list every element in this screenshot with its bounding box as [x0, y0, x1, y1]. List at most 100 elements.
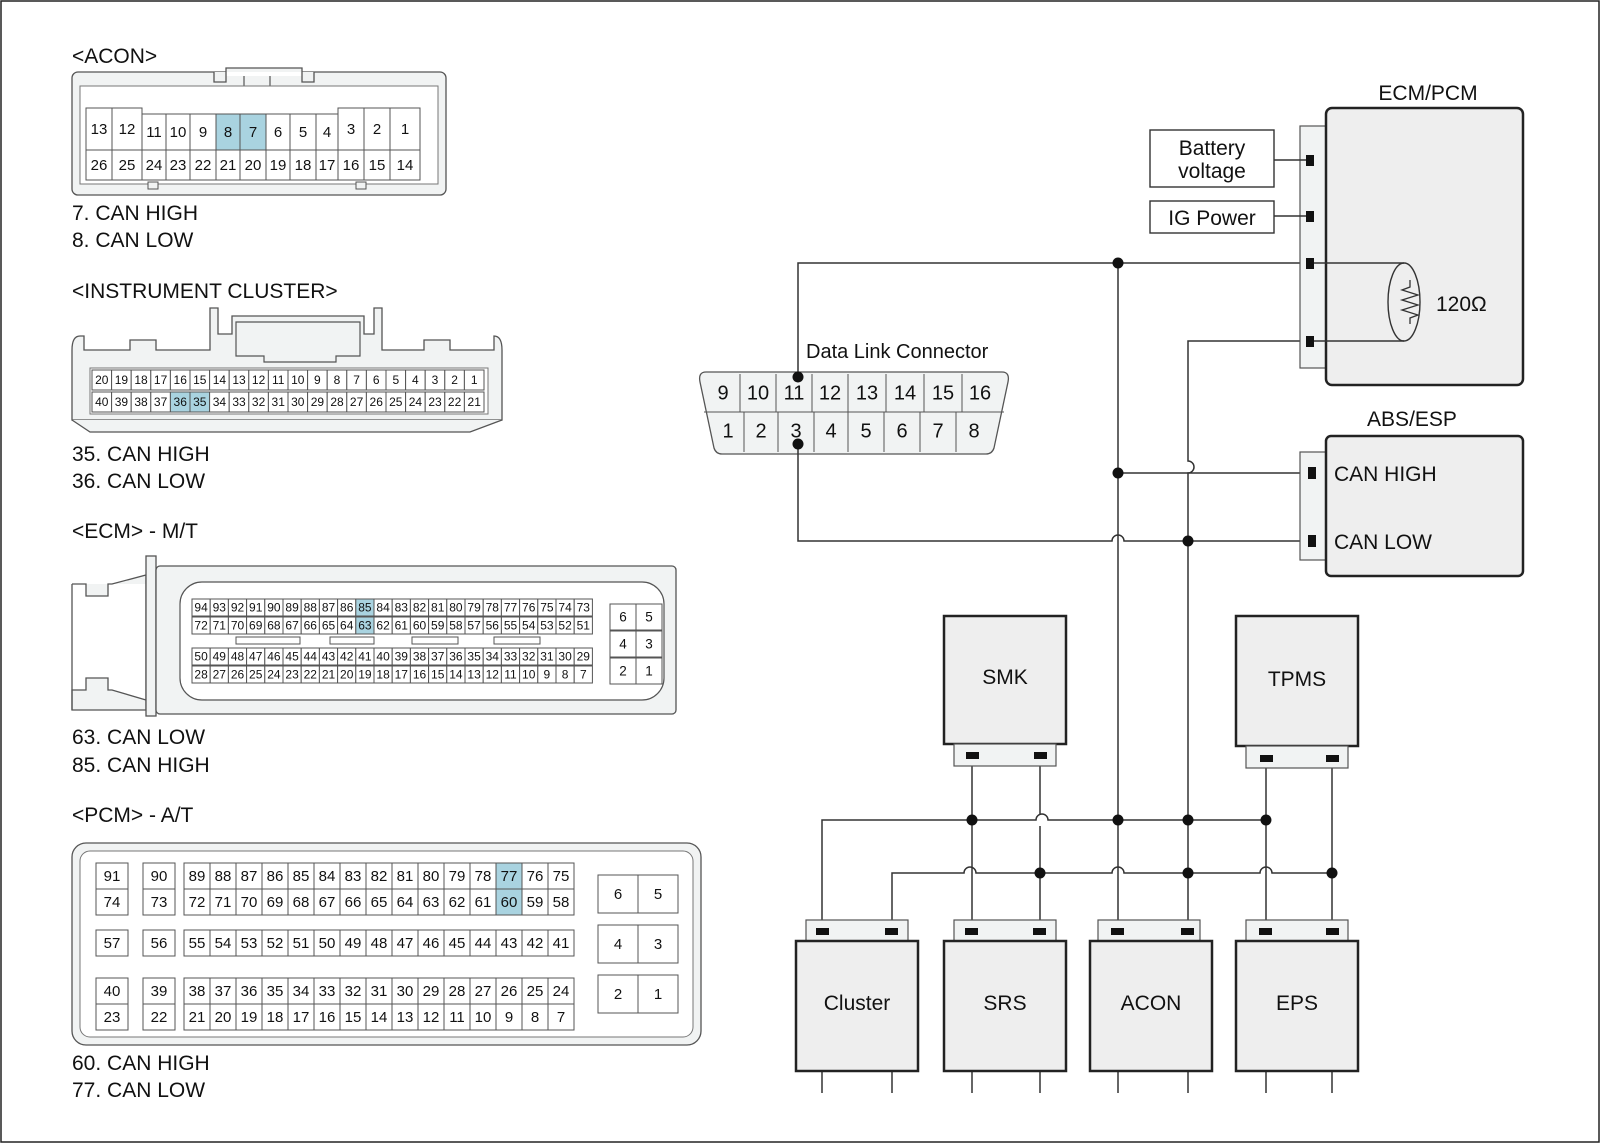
smk-module: SMK	[942, 614, 1068, 767]
pcm-pin-23-cell	[95, 1003, 129, 1031]
ecm-pin-38-label: 38	[413, 650, 427, 664]
ecm-pin-68-label: 68	[267, 619, 281, 633]
pcm-pin-52-cell	[261, 929, 289, 957]
acon-note-can-low: 8. CAN LOW	[72, 229, 194, 252]
ecm-pin-79-label: 79	[467, 601, 481, 615]
wire-abs-can-low	[797, 444, 1310, 542]
pcm-pin-1-label: 1	[654, 986, 662, 1003]
pcm-pin-64-label: 64	[397, 894, 414, 911]
ecm-pin-82-label: 82	[413, 601, 427, 615]
pcm-pin-51-cell	[287, 929, 315, 957]
acon-pin-19-label: 19	[270, 157, 287, 174]
cluster-pin-12-label: 12	[252, 373, 266, 387]
acon-pin-21-cell	[215, 149, 241, 181]
srs-label: SRS	[983, 992, 1026, 1015]
ecm-pin-16-label: 16	[413, 668, 427, 682]
ecm-pin-51-label: 51	[577, 619, 591, 633]
acon-pin-1-label: 1	[401, 121, 409, 138]
pcm-pin-22-cell	[142, 1003, 176, 1031]
ecm-pin-92-label: 92	[231, 601, 245, 615]
eps-module: EPS	[1234, 919, 1360, 1073]
acon-pin-18-label: 18	[295, 157, 312, 174]
cluster-pin-16-label: 16	[174, 373, 188, 387]
cluster-pin-3-label: 3	[432, 373, 439, 387]
ecm-pin-41-label: 41	[358, 650, 372, 664]
ecm-pin-53-label: 53	[540, 619, 554, 633]
ecm-pin-59-label: 59	[431, 619, 445, 633]
cluster-pin-17-label: 17	[154, 373, 168, 387]
wire-dlc-can-high	[797, 262, 1310, 377]
cluster-module: Cluster	[794, 919, 920, 1073]
ecm-pin-19-label: 19	[358, 668, 372, 682]
ecm-pin-8-label: 8	[562, 668, 569, 682]
pcm-pin-61-label: 61	[475, 894, 492, 911]
pcm-pin-70-cell	[235, 888, 263, 916]
pcm-pin-48-cell	[365, 929, 393, 957]
pcm-pin-53-label: 53	[241, 935, 258, 952]
ecm-pin-7-label: 7	[580, 668, 587, 682]
acon-pin-5-cell	[289, 113, 317, 151]
cluster-pin-38-label: 38	[134, 395, 148, 409]
ecm-side-pin-4-label: 4	[619, 637, 627, 652]
pcm-pin-44-cell	[469, 929, 497, 957]
pcm-pin-85-cell	[287, 862, 315, 890]
pcm-pin-49-cell	[339, 929, 367, 957]
pcm-pin-73-label: 73	[151, 894, 168, 911]
acon-pin-11-label: 11	[146, 124, 162, 141]
pcm-pin-76-label: 76	[527, 868, 544, 885]
ecm-pin-42-label: 42	[340, 650, 354, 664]
cluster-pin-27-label: 27	[350, 395, 364, 409]
pcm-pin-74-cell	[95, 888, 129, 916]
cluster-pin-8-label: 8	[334, 373, 341, 387]
pcm-pin-41-cell	[547, 929, 575, 957]
acon-pin-7-label: 7	[249, 124, 257, 141]
ecm-pin-33-label: 33	[504, 650, 518, 664]
ecm-pin-10-label: 10	[522, 668, 536, 682]
ecm-pin-17-label: 17	[395, 668, 409, 682]
dlc-title: Data Link Connector	[806, 341, 989, 363]
pcm-pin-84-label: 84	[319, 868, 336, 885]
pcm-pin-83-label: 83	[345, 868, 362, 885]
junction-dots	[792, 257, 1338, 879]
srs-module: SRS	[942, 919, 1068, 1073]
smk-label: SMK	[982, 666, 1028, 689]
battery-label-line2: voltage	[1178, 160, 1246, 183]
ecm-pin-31-label: 31	[540, 650, 554, 664]
pcm-pin-81-cell	[391, 862, 419, 890]
acon-pin-14-cell	[389, 149, 421, 181]
acon-pin-22-cell	[189, 149, 217, 181]
cluster-pin-28-label: 28	[330, 395, 344, 409]
ecm-pin-21-label: 21	[322, 668, 336, 682]
ecm-pin-51-cell	[573, 616, 593, 635]
acon-pin-13-label: 13	[91, 121, 108, 138]
pcm-pin-10-cell	[469, 1003, 497, 1031]
ecm-pin-9-label: 9	[544, 668, 551, 682]
dlc-pin-11: 11	[784, 382, 805, 404]
pcm-pin-38-cell	[183, 977, 211, 1005]
pcm-pin-71-label: 71	[215, 894, 232, 911]
resistor-label: 120Ω	[1436, 293, 1487, 316]
ecm-pin-85-label: 85	[358, 601, 372, 615]
tpms-module: TPMS	[1234, 614, 1360, 769]
dlc-pin-2: 2	[755, 420, 766, 442]
ecm-pin-30-label: 30	[558, 650, 572, 664]
cluster-label: Cluster	[824, 992, 891, 1015]
acon-pin-22-label: 22	[195, 157, 212, 174]
tpms-label: TPMS	[1268, 668, 1326, 691]
ecm-pin-77-label: 77	[504, 601, 518, 615]
pcm-pin-40-label: 40	[104, 983, 121, 1000]
pcm-pin-50-label: 50	[319, 935, 336, 952]
ecm-pin-83-label: 83	[395, 601, 409, 615]
pcm-pin-30-label: 30	[397, 983, 414, 1000]
ecm-pin-46-label: 46	[267, 650, 281, 664]
pcm-pin-22-label: 22	[151, 1009, 168, 1026]
pcm-pin-54-label: 54	[215, 935, 232, 952]
pcm-pin-17-label: 17	[293, 1009, 310, 1026]
pcm-pin-3-cell	[637, 924, 679, 964]
dlc-pin-14: 14	[894, 382, 916, 404]
acon-pin-3-label: 3	[347, 121, 355, 138]
pcm-pin-20-label: 20	[215, 1009, 232, 1026]
